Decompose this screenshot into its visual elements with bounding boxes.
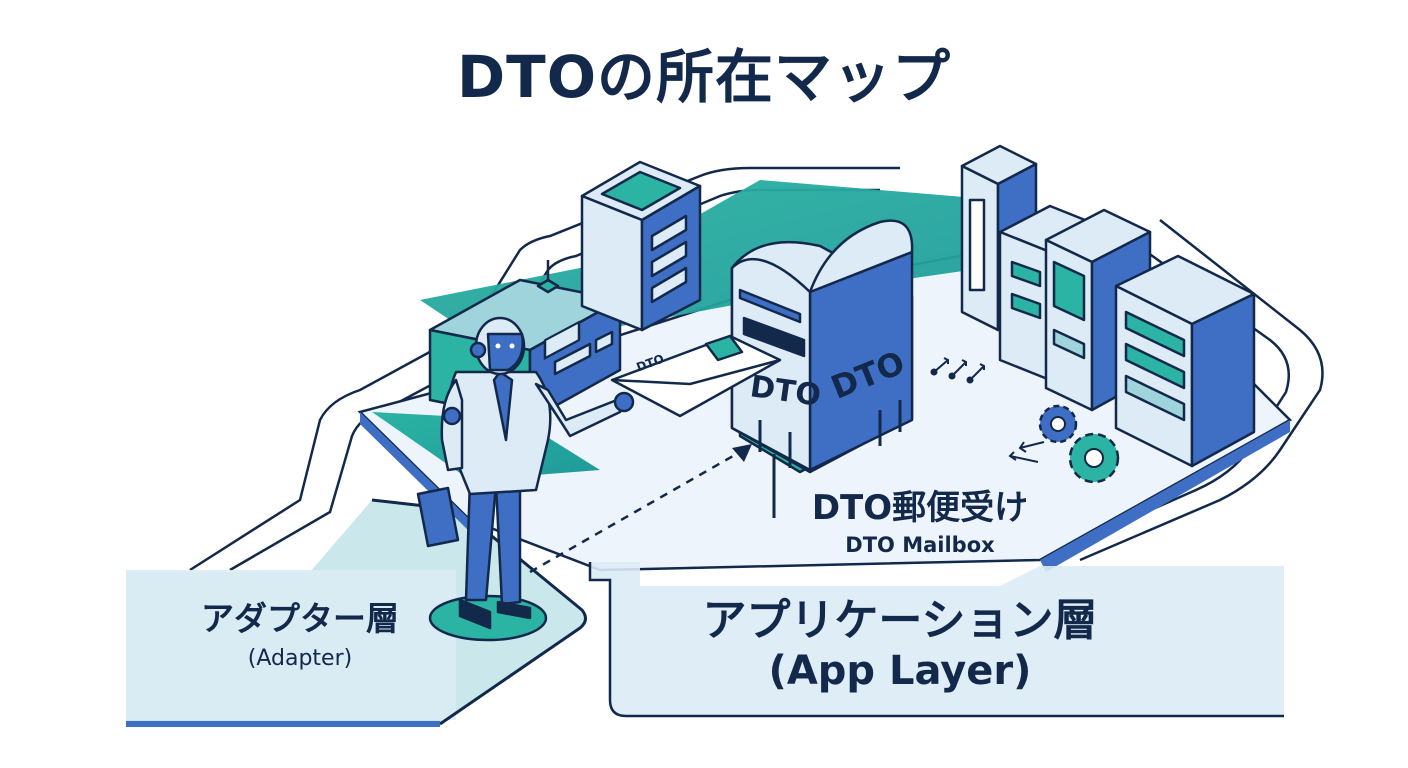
adapter-layer-label-ja: アダプター層: [150, 592, 450, 640]
mailbox-label-en: DTO Mailbox: [770, 533, 1070, 557]
building: [1116, 256, 1254, 466]
mailbox-label-ja: DTO郵便受け: [770, 480, 1070, 529]
app-layer-label-en: (App Layer): [610, 648, 1190, 694]
building: [582, 162, 700, 330]
page-title: DTOの所在マップ: [0, 30, 1408, 114]
adapter-layer-label-en: (Adapter): [150, 646, 450, 671]
gear-icon: [1040, 406, 1076, 442]
app-layer-label-ja: アプリケーション層: [610, 584, 1190, 648]
gear-icon: [1070, 434, 1118, 482]
